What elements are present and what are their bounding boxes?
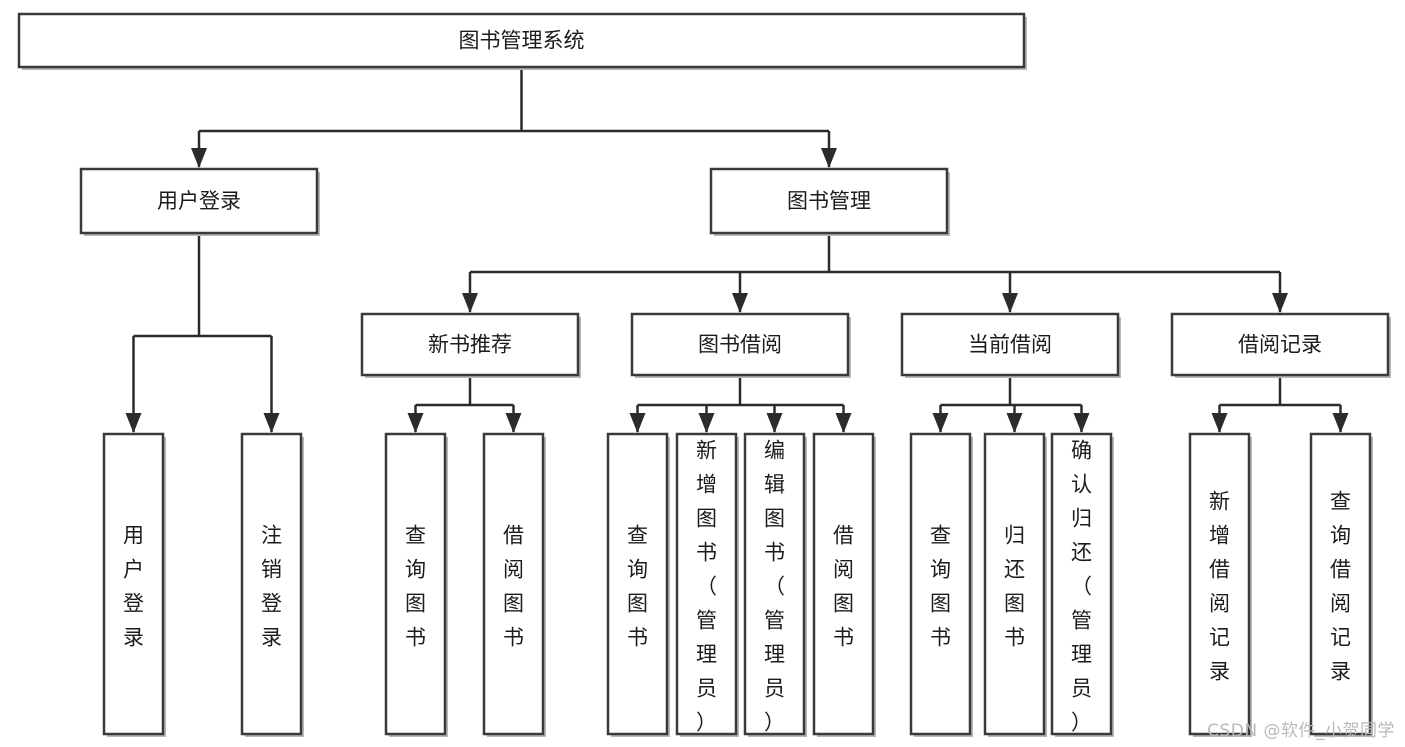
node-layer: 图书管理系统用户登录图书管理新书推荐图书借阅当前借阅借阅记录用户登录注销登录查询… xyxy=(17,12,1391,737)
node-label: 图书借阅 xyxy=(698,333,782,357)
node-leaf-query-book-3[interactable]: 查询图书 xyxy=(909,432,973,737)
node-label: 图书管理系统 xyxy=(459,29,585,53)
node-outline xyxy=(1188,432,1251,736)
node-leaf-confirm-return[interactable]: 确认归还（管理员） xyxy=(1050,432,1114,737)
node-label: 查询图书 xyxy=(405,524,426,650)
node-leaf-return-book[interactable]: 归还图书 xyxy=(983,432,1047,737)
arrow-head-icon xyxy=(1211,413,1228,433)
node-leaf-query-record[interactable]: 查询借阅记录 xyxy=(1309,432,1373,737)
node-outline xyxy=(812,432,875,736)
arrow-head-icon xyxy=(698,413,715,433)
arrow-head-icon xyxy=(125,413,142,433)
node-outline xyxy=(17,12,1026,69)
node-outline xyxy=(630,312,850,377)
arrow-head-icon xyxy=(1332,413,1349,433)
node-new-book-rec[interactable]: 新书推荐 xyxy=(360,312,581,378)
node-outline xyxy=(909,432,972,736)
node-leaf-add-record[interactable]: 新增借阅记录 xyxy=(1188,432,1252,737)
node-label: 注销登录 xyxy=(261,524,282,650)
node-outline xyxy=(900,312,1120,377)
arrow-head-icon xyxy=(821,148,837,168)
watermark-text: CSDN @软件_小贺同学 xyxy=(1207,721,1395,741)
node-outline xyxy=(240,432,303,736)
node-outline xyxy=(79,167,319,235)
node-outline xyxy=(482,432,545,736)
node-label: 借阅记录 xyxy=(1238,333,1322,357)
node-outline xyxy=(743,432,806,736)
node-label: 借阅图书 xyxy=(503,524,524,650)
node-leaf-user-login[interactable]: 用户登录 xyxy=(102,432,166,737)
node-label: 用户登录 xyxy=(157,189,241,213)
arrow-head-icon xyxy=(1272,293,1288,313)
node-outline xyxy=(1309,432,1372,736)
arrow-head-icon xyxy=(932,413,949,433)
node-outline xyxy=(360,312,580,377)
node-current-borrow[interactable]: 当前借阅 xyxy=(900,312,1121,378)
node-outline xyxy=(983,432,1046,736)
arrow-head-icon xyxy=(835,413,852,433)
node-outline xyxy=(1050,432,1113,736)
node-leaf-add-book[interactable]: 新增图书（管理员） xyxy=(675,432,739,737)
node-outline xyxy=(1170,312,1390,377)
arrow-head-icon xyxy=(462,293,478,313)
arrow-head-icon xyxy=(629,413,646,433)
node-label: 确认归还（管理员） xyxy=(1071,439,1092,735)
node-book-borrow[interactable]: 图书借阅 xyxy=(630,312,851,378)
node-label: 查询图书 xyxy=(930,524,951,650)
node-root-book-management-system[interactable]: 图书管理系统 xyxy=(17,12,1027,70)
node-label: 查询借阅记录 xyxy=(1330,490,1351,684)
node-leaf-borrow-book-2[interactable]: 借阅图书 xyxy=(812,432,876,737)
arrow-head-icon xyxy=(1073,413,1090,433)
node-leaf-query-book-1[interactable]: 查询图书 xyxy=(384,432,448,737)
node-label: 当前借阅 xyxy=(968,333,1052,357)
node-leaf-borrow-book-1[interactable]: 借阅图书 xyxy=(482,432,546,737)
node-label: 新书推荐 xyxy=(428,333,512,357)
arrow-head-icon xyxy=(191,148,207,168)
node-label: 用户登录 xyxy=(123,524,144,650)
connector-layer xyxy=(125,67,1349,433)
node-label: 查询图书 xyxy=(627,524,648,650)
node-label: 新增图书（管理员） xyxy=(696,439,717,735)
node-label: 新增借阅记录 xyxy=(1209,490,1230,684)
node-borrow-record[interactable]: 借阅记录 xyxy=(1170,312,1391,378)
node-label: 编辑图书（管理员） xyxy=(764,439,785,735)
node-outline xyxy=(675,432,738,736)
arrow-head-icon xyxy=(1002,293,1018,313)
node-label: 归还图书 xyxy=(1004,524,1025,650)
arrow-head-icon xyxy=(505,413,522,433)
arrow-head-icon xyxy=(263,413,280,433)
node-leaf-edit-book[interactable]: 编辑图书（管理员） xyxy=(743,432,807,737)
arrow-head-icon xyxy=(407,413,424,433)
node-outline xyxy=(384,432,447,736)
arrow-head-icon xyxy=(766,413,783,433)
node-user-login[interactable]: 用户登录 xyxy=(79,167,320,236)
arrow-head-icon xyxy=(732,293,748,313)
node-outline xyxy=(102,432,165,736)
node-outline xyxy=(606,432,669,736)
node-leaf-logout[interactable]: 注销登录 xyxy=(240,432,304,737)
node-label: 借阅图书 xyxy=(833,524,854,650)
node-label: 图书管理 xyxy=(787,189,871,213)
arrow-head-icon xyxy=(1006,413,1023,433)
node-book-manage[interactable]: 图书管理 xyxy=(709,167,950,236)
node-leaf-query-book-2[interactable]: 查询图书 xyxy=(606,432,670,737)
node-outline xyxy=(709,167,949,235)
